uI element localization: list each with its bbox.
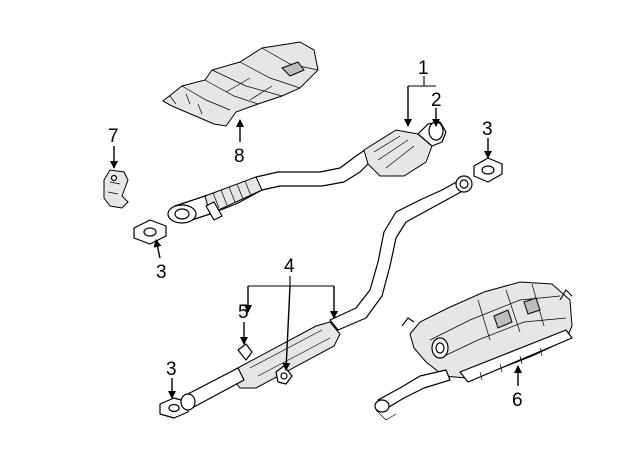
callout-6: 6 <box>512 390 523 411</box>
callout-5: 5 <box>238 302 249 323</box>
rear-muffler <box>374 281 573 421</box>
callout-7: 7 <box>108 126 119 147</box>
callout-2: 2 <box>431 90 442 111</box>
gasket-upper-right <box>473 157 503 183</box>
front-pipe-catalytic-converter <box>167 121 447 224</box>
leader-lines <box>110 76 522 399</box>
gasket-upper-left <box>133 219 167 245</box>
callout-3-upper-left: 3 <box>156 262 167 283</box>
callout-8: 8 <box>234 146 245 167</box>
heat-shield <box>162 41 319 127</box>
callout-1: 1 <box>418 58 429 79</box>
bracket <box>103 169 129 209</box>
callout-4: 4 <box>284 256 295 277</box>
callout-3-upper-right: 3 <box>482 119 493 140</box>
intermediate-pipe-center-muffler <box>180 175 473 411</box>
callout-3-lower-left: 3 <box>166 359 177 380</box>
